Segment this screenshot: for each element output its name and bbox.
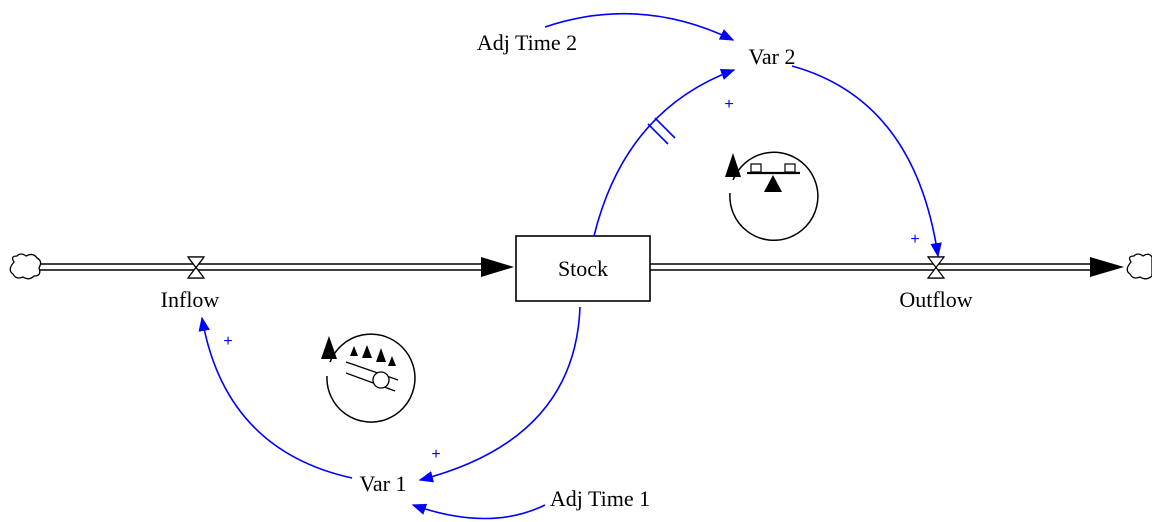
link-adj1-to-var1 xyxy=(411,503,546,520)
reinforcing-loop-indicator xyxy=(321,333,416,423)
sink-cloud-icon xyxy=(1126,253,1152,280)
link-var2-to-outflow xyxy=(791,65,942,258)
link-var1-to-inflow xyxy=(198,316,353,479)
outflow-pipe-arrowhead xyxy=(1090,257,1124,277)
polarity-sign: + xyxy=(223,333,232,350)
link-adj2-to-var2 xyxy=(544,12,735,41)
var-1-label[interactable]: Var 1 xyxy=(359,471,406,496)
stock-box[interactable]: Stock xyxy=(515,235,651,302)
polarity-sign: + xyxy=(724,96,733,113)
seesaw-balance-icon xyxy=(747,163,800,192)
stock-label: Stock xyxy=(558,256,608,281)
source-cloud-icon xyxy=(9,253,42,280)
inflow-pipe-arrowhead xyxy=(481,257,514,277)
polarity-sign: + xyxy=(910,231,919,248)
inflow-label[interactable]: Inflow xyxy=(161,287,220,312)
outflow-valve-icon[interactable] xyxy=(926,256,946,279)
var-2-label[interactable]: Var 2 xyxy=(748,44,795,69)
inflow-valve-icon[interactable] xyxy=(186,256,206,279)
inflow-pipe xyxy=(40,257,514,277)
link-stock-to-var2 xyxy=(593,69,736,237)
outflow-label[interactable]: Outflow xyxy=(899,287,972,312)
adj-time-2-label[interactable]: Adj Time 2 xyxy=(477,30,577,55)
delay-mark xyxy=(647,117,676,145)
adj-time-1-label[interactable]: Adj Time 1 xyxy=(550,486,650,511)
outflow-pipe xyxy=(650,257,1124,277)
polarity-sign: + xyxy=(431,446,440,463)
link-stock-to-var1 xyxy=(418,306,581,483)
balancing-loop-indicator xyxy=(725,151,819,242)
snowball-icon xyxy=(345,345,399,392)
